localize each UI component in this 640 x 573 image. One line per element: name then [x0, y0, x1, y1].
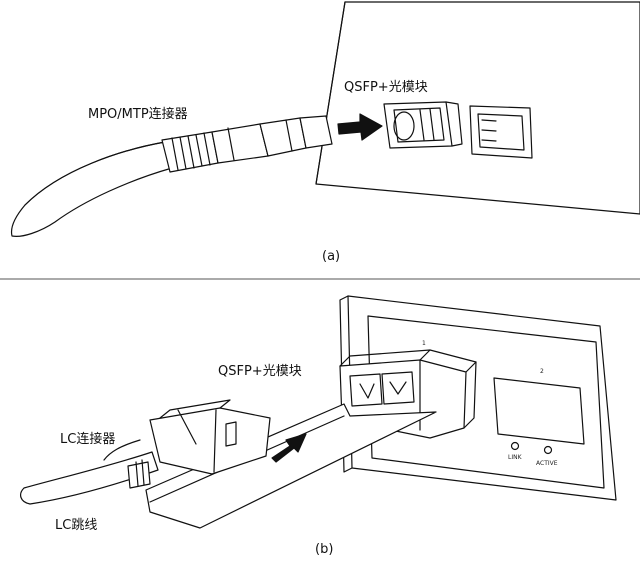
caption-b: (b): [315, 542, 334, 557]
insert-arrow-b: [271, 433, 307, 463]
port-number-1: 1: [422, 340, 426, 347]
mpo-boot: [161, 131, 219, 173]
panel-a: [10, 1, 640, 237]
lc-patch-cord-label: LC跳线: [55, 518, 98, 533]
lc-patch-cord: [20, 439, 159, 505]
qsfp-module-label-a: QSFP+光模块: [344, 80, 428, 95]
link-led: [510, 441, 520, 451]
caption-a: (a): [322, 249, 341, 264]
link-led-label: LINK: [508, 454, 522, 461]
mpo-connector-label: MPO/MTP连接器: [88, 107, 188, 122]
lc-connector-label: LC连接器: [60, 432, 116, 447]
mpo-cable: [10, 141, 173, 237]
mpo-connector-body: [211, 115, 333, 164]
empty-cage-a: [469, 105, 533, 159]
panel-b: [20, 295, 617, 529]
lc-connector: [149, 399, 271, 475]
qsfp-module-a: [383, 101, 463, 149]
port-2: [493, 377, 585, 455]
active-led: [543, 445, 553, 455]
port-number-2: 2: [540, 368, 544, 375]
qsfp-module-label-b: QSFP+光模块: [218, 364, 302, 379]
active-led-label: ACTIVE: [536, 460, 558, 467]
insert-arrow-a: [337, 113, 383, 141]
